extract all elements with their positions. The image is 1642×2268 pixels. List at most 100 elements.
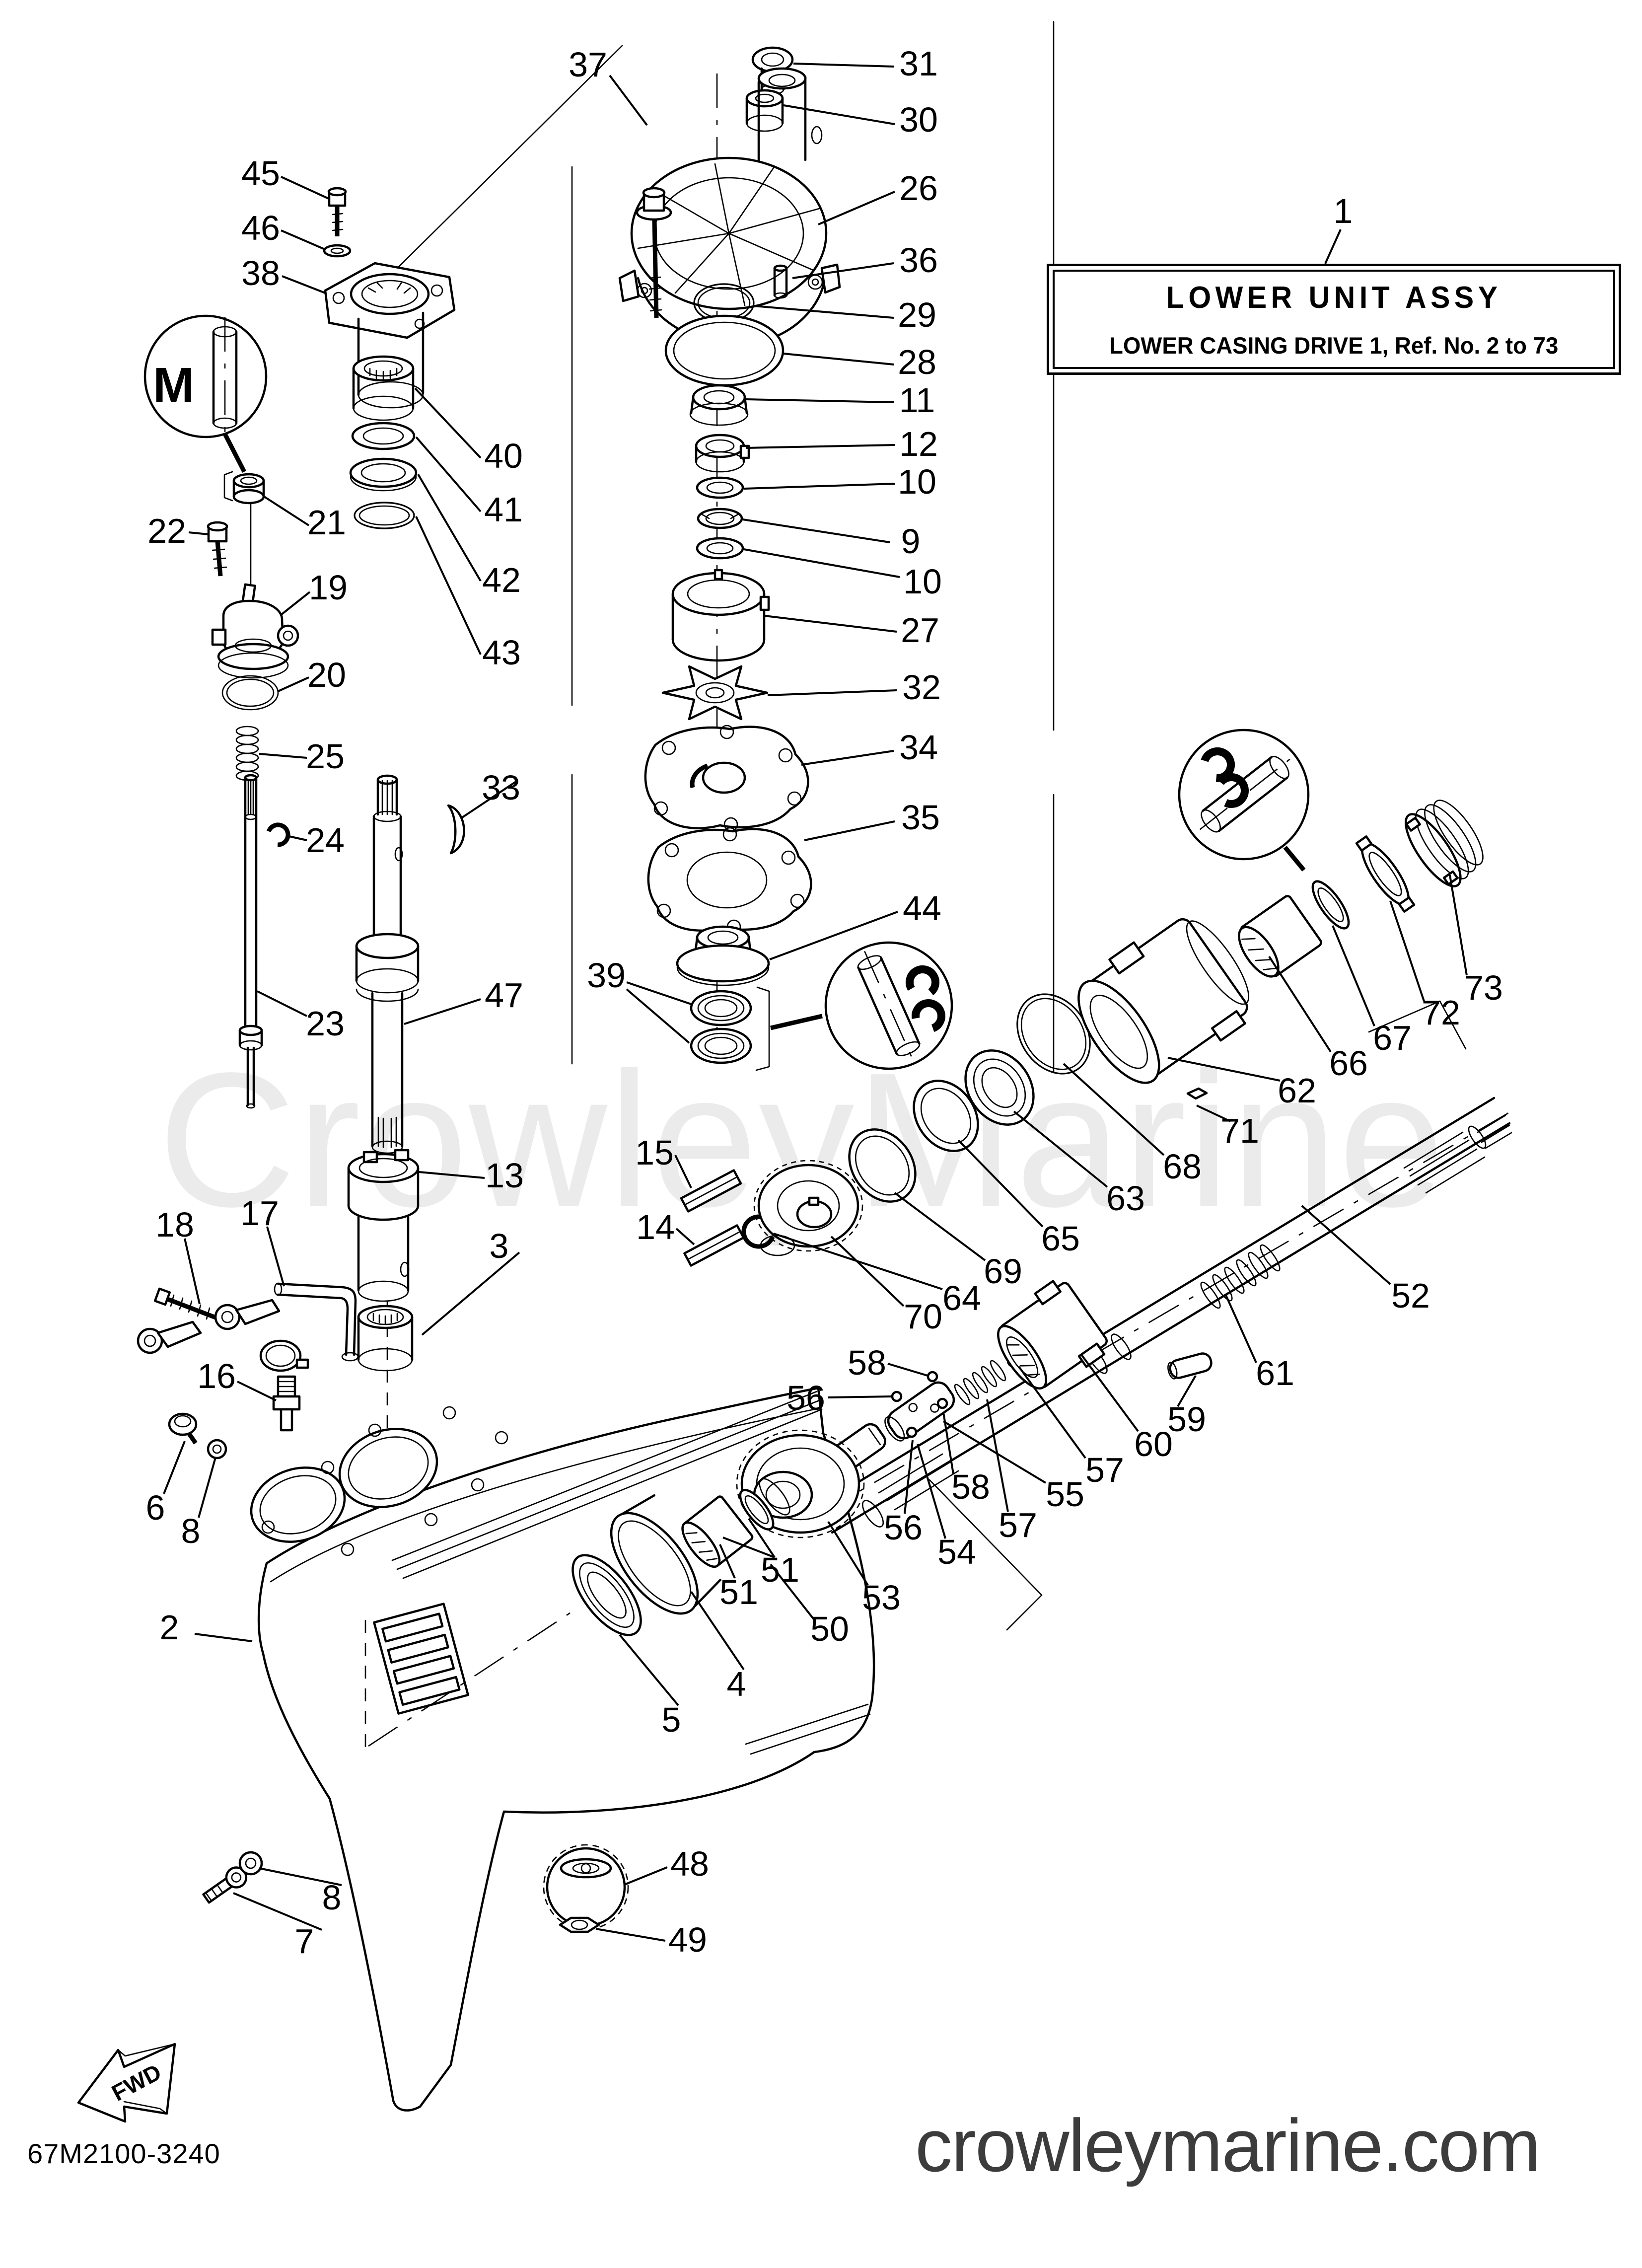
part-callout-51: 51 xyxy=(719,1573,758,1611)
part-callout-10: 10 xyxy=(903,562,942,601)
part-callout-67: 67 xyxy=(1373,1019,1412,1057)
part-callout-65: 65 xyxy=(1041,1219,1080,1258)
part-callout-21: 21 xyxy=(307,503,346,542)
part-callout-13: 13 xyxy=(485,1156,524,1195)
part-callout-30: 30 xyxy=(899,100,938,139)
part-callout-51: 51 xyxy=(761,1550,799,1589)
part-callout-70: 70 xyxy=(904,1297,942,1336)
shift-rod-group xyxy=(207,471,465,1109)
part-callout-33: 33 xyxy=(482,768,520,807)
part-callout-9: 9 xyxy=(901,522,921,561)
title-box: LOWER UNIT ASSY LOWER CASING DRIVE 1, Re… xyxy=(1047,264,1621,375)
part-callout-58: 58 xyxy=(951,1467,990,1506)
part-callout-45: 45 xyxy=(241,154,280,193)
part-callout-3: 3 xyxy=(490,1227,509,1265)
part-callout-29: 29 xyxy=(898,295,936,334)
title-box-inner: LOWER UNIT ASSY LOWER CASING DRIVE 1, Re… xyxy=(1053,270,1615,369)
prop-bore-seal-group xyxy=(571,1494,721,1636)
part-callout-41: 41 xyxy=(484,490,523,529)
part-callout-48: 48 xyxy=(670,1844,709,1883)
part-callout-15: 15 xyxy=(635,1133,674,1172)
part-callout-24: 24 xyxy=(306,821,345,860)
pump-cap-group xyxy=(323,187,456,529)
part-callout-18: 18 xyxy=(155,1205,194,1244)
impeller-stack-group xyxy=(644,384,823,1071)
part-callout-64: 64 xyxy=(942,1279,981,1317)
part-callout-68: 68 xyxy=(1163,1147,1202,1186)
prop-shaft-group xyxy=(815,1000,1512,1534)
detail-circle-m: M xyxy=(143,314,268,473)
part-callout-49: 49 xyxy=(668,1920,707,1959)
part-callout-56: 56 xyxy=(786,1379,825,1417)
part-callout-32: 32 xyxy=(902,668,941,707)
part-callout-36: 36 xyxy=(899,241,938,280)
part-callout-55: 55 xyxy=(1046,1475,1084,1514)
part-callout-50: 50 xyxy=(810,1610,849,1648)
part-callout-46: 46 xyxy=(241,209,280,247)
part-callout-61: 61 xyxy=(1256,1354,1294,1392)
leader-lines xyxy=(163,63,1468,1942)
part-callout-20: 20 xyxy=(307,656,346,694)
detail-circle-pin-clips-left xyxy=(824,941,953,1070)
part-callout-10: 10 xyxy=(898,462,936,501)
part-callout-23: 23 xyxy=(306,1004,345,1043)
part-callout-26: 26 xyxy=(899,169,938,208)
part-callout-54: 54 xyxy=(937,1533,976,1571)
part-callout-4: 4 xyxy=(727,1665,746,1703)
part-callout-2: 2 xyxy=(160,1608,179,1647)
part-callout-58: 58 xyxy=(848,1343,886,1382)
part-callout-56: 56 xyxy=(884,1508,923,1547)
part-callout-73: 73 xyxy=(1464,968,1503,1007)
lower-casing xyxy=(250,1387,875,2112)
part-callout-34: 34 xyxy=(899,728,938,767)
assembly-subtitle: LOWER CASING DRIVE 1, Ref. No. 2 to 73 xyxy=(1109,332,1559,359)
part-callout-60: 60 xyxy=(1134,1425,1173,1463)
part-callout-72: 72 xyxy=(1422,993,1460,1032)
part-callout-1: 1 xyxy=(1334,192,1353,230)
part-callout-42: 42 xyxy=(482,561,521,599)
part-callout-17: 17 xyxy=(240,1194,279,1233)
water-pump-housing-group xyxy=(618,46,841,387)
part-callout-47: 47 xyxy=(485,976,523,1015)
part-callout-62: 62 xyxy=(1278,1071,1316,1110)
anode-group xyxy=(137,1282,629,1933)
part-callout-37: 37 xyxy=(569,45,607,84)
part-callout-6: 6 xyxy=(146,1488,165,1527)
part-callout-28: 28 xyxy=(898,343,936,381)
anode-clamp-group xyxy=(137,1282,359,1372)
part-callout-63: 63 xyxy=(1106,1179,1145,1218)
sleeve-and-keys-group xyxy=(347,1149,745,1372)
part-callout-43: 43 xyxy=(482,633,521,672)
part-callout-11: 11 xyxy=(899,381,935,420)
m-mark-text: M xyxy=(153,358,194,413)
fwd-arrow: FWD xyxy=(77,2043,176,2123)
part-callout-8: 8 xyxy=(322,1878,342,1917)
water-intake-louvers xyxy=(373,1603,469,1715)
part-callout-5: 5 xyxy=(662,1700,681,1739)
part-callout-22: 22 xyxy=(147,512,186,550)
part-callout-71: 71 xyxy=(1220,1111,1259,1150)
part-callout-27: 27 xyxy=(901,611,939,650)
driven-gear-group xyxy=(681,1429,1043,1631)
forward-gear-group xyxy=(741,1160,863,1256)
construction-lines xyxy=(250,21,1510,1554)
part-callout-59: 59 xyxy=(1167,1400,1206,1439)
part-callout-19: 19 xyxy=(309,568,348,607)
part-callout-25: 25 xyxy=(306,737,345,776)
driveshaft-group xyxy=(355,774,420,1154)
shift-spring-57 xyxy=(954,1360,1006,1405)
part-callout-7: 7 xyxy=(295,1922,314,1961)
part-callout-57: 57 xyxy=(1085,1451,1124,1489)
part-callout-38: 38 xyxy=(241,254,280,293)
part-callout-57: 57 xyxy=(999,1506,1037,1544)
part-callout-40: 40 xyxy=(484,437,523,475)
part-callout-16: 16 xyxy=(197,1357,236,1395)
part-callout-44: 44 xyxy=(903,889,941,928)
part-callout-12: 12 xyxy=(899,425,938,463)
assembly-title: LOWER UNIT ASSY xyxy=(1166,280,1502,315)
part-callout-8: 8 xyxy=(181,1512,201,1550)
website-text: crowleymarine.com xyxy=(915,2104,1541,2187)
part-callout-14: 14 xyxy=(636,1208,675,1246)
